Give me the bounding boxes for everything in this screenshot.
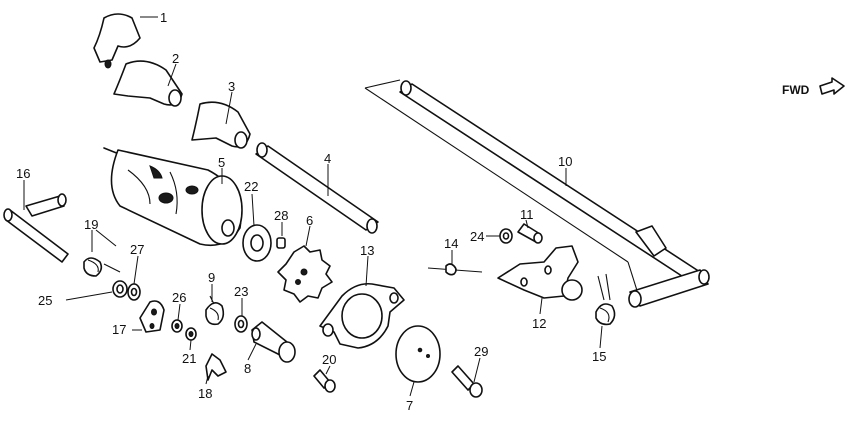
part-26-collar <box>171 319 183 333</box>
part-3-shift-fork <box>191 101 251 149</box>
part-28-dowel-pin <box>276 237 286 249</box>
part-1-shift-fork <box>93 13 141 69</box>
part-27-washer <box>127 283 141 301</box>
part-8-stopper-arm <box>251 321 296 363</box>
callout-16: 16 <box>16 166 30 181</box>
part-5-shift-drum <box>103 147 243 247</box>
callout-5: 5 <box>218 155 225 170</box>
part-2-shift-fork <box>113 60 183 107</box>
part-9-spring <box>205 295 225 326</box>
callout-1: 1 <box>160 10 167 25</box>
part-18-bracket <box>205 353 227 381</box>
part-4-fork-shaft <box>255 142 379 234</box>
callout-23: 23 <box>234 284 248 299</box>
callout-28: 28 <box>274 208 288 223</box>
callout-20: 20 <box>322 352 336 367</box>
callout-7: 7 <box>406 398 413 413</box>
fwd-label: FWD <box>782 83 810 97</box>
part-29-bolt <box>451 365 483 398</box>
part-20-bolt <box>313 369 336 393</box>
callout-24: 24 <box>470 229 484 244</box>
part-25-washer <box>112 280 128 298</box>
part-7-cover-plate <box>395 325 441 383</box>
callout-6: 6 <box>306 213 313 228</box>
callout-4: 4 <box>324 151 331 166</box>
callout-3: 3 <box>228 79 235 94</box>
callout-12: 12 <box>532 316 546 331</box>
part-12-shift-plate <box>497 245 583 301</box>
callout-9: 9 <box>208 270 215 285</box>
callout-25: 25 <box>38 293 52 308</box>
callout-8: 8 <box>244 361 251 376</box>
part-19-return-spring <box>83 229 121 277</box>
part-24-washer <box>499 228 513 244</box>
leader-lines <box>23 16 603 397</box>
callout-2: 2 <box>172 51 179 66</box>
fwd-arrow-icon <box>819 77 845 95</box>
callout-19: 19 <box>84 217 98 232</box>
callout-labels: 1 2 3 4 5 6 7 8 9 10 11 12 13 14 15 16 1… <box>16 10 606 413</box>
part-11-bolt <box>517 223 543 244</box>
part-17-stopper-arm <box>139 300 165 333</box>
part-15-return-spring <box>595 273 616 326</box>
callout-15: 15 <box>592 349 606 364</box>
part-23-washer <box>234 315 248 333</box>
part-22-washer <box>242 224 272 262</box>
callout-29: 29 <box>474 344 488 359</box>
callout-21: 21 <box>182 351 196 366</box>
callout-17: 17 <box>112 322 126 337</box>
callout-27: 27 <box>130 242 144 257</box>
part-6-drum-center <box>277 245 333 303</box>
part-13-guide-plate <box>319 282 405 349</box>
callout-22: 22 <box>244 179 258 194</box>
part-16-gearshift-spindle <box>3 193 69 263</box>
part-21-bolt <box>185 327 197 341</box>
callout-18: 18 <box>198 386 212 401</box>
callout-13: 13 <box>360 243 374 258</box>
callout-26: 26 <box>172 290 186 305</box>
callout-10: 10 <box>558 154 572 169</box>
callout-14: 14 <box>444 236 458 251</box>
part-14-pin <box>427 263 483 276</box>
callout-11: 11 <box>520 207 534 222</box>
part-10-shift-shaft <box>364 79 710 308</box>
